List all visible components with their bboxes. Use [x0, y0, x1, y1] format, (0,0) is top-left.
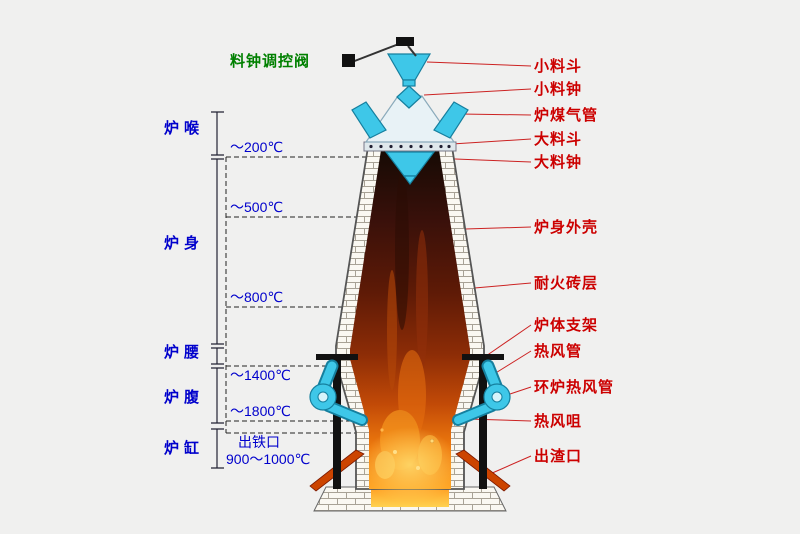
hearth-glow [362, 427, 458, 503]
label-tap-hole: 出铁口 [238, 434, 280, 450]
control-valve-box [342, 54, 355, 67]
small-bell [396, 85, 422, 109]
zone-label-waist: 炉腰 [164, 343, 204, 361]
temp-label-800: ～800℃ [230, 289, 283, 305]
furnace-body [335, 146, 485, 503]
temp-label-500: ～500℃ [230, 199, 283, 215]
zone-label-bosh: 炉腹 [164, 388, 204, 406]
label-large-bell: 大料钟 [534, 153, 582, 171]
support-bar-right [462, 354, 504, 360]
rod-pivot [396, 37, 414, 46]
tuyere-left [324, 402, 366, 424]
large-bell-tip [402, 175, 418, 185]
temp-label-1800: ～1800℃ [230, 403, 291, 419]
label-refractory-layer: 耐火砖层 [534, 274, 598, 292]
zone-label-throat: 炉喉 [164, 119, 204, 137]
hopper-stem [402, 79, 416, 87]
charging-system [342, 37, 469, 185]
label-small-bell: 小料钟 [534, 80, 582, 98]
support-post-right [479, 358, 487, 489]
label-shell: 炉身外壳 [534, 218, 598, 236]
throat-rim [363, 141, 457, 152]
support-post-left [333, 358, 341, 489]
label-tuyere: 热风咀 [534, 412, 582, 430]
zone-label-hearth: 炉缸 [164, 439, 204, 457]
temp-label-1400: ～1400℃ [230, 367, 291, 383]
label-hot-blast-pipe: 热风管 [534, 342, 582, 360]
label-support-frame: 炉体支架 [534, 316, 598, 334]
label-large-hopper: 大料斗 [534, 130, 582, 148]
furnace-supports [316, 354, 504, 489]
zone-label-shaft: 炉身 [164, 234, 204, 252]
temp-label-200: ～200℃ [230, 139, 283, 155]
label-gas-pipe: 炉煤气管 [534, 106, 598, 124]
hot-blast-pipe-left [319, 361, 337, 391]
hot-blast-system [309, 359, 511, 426]
tuyere-right [454, 402, 496, 424]
label-bustle-pipe: 环炉热风管 [534, 378, 614, 396]
molten-interior [350, 150, 470, 489]
zone-brackets [211, 111, 224, 469]
label-tap-hole-temp: 900～1000℃ [226, 451, 310, 467]
support-bar-left [316, 354, 358, 360]
gas-uptake-pipe-right [433, 101, 469, 139]
gas-uptake-pipe-left [351, 101, 387, 139]
label-slag-hole: 出渣口 [534, 447, 582, 465]
hot-blast-pipe-right [483, 361, 501, 391]
label-bell-control-valve: 料钟调控阀 [230, 52, 310, 70]
bell-control-rod [342, 37, 417, 67]
label-small-hopper: 小料斗 [534, 57, 582, 75]
